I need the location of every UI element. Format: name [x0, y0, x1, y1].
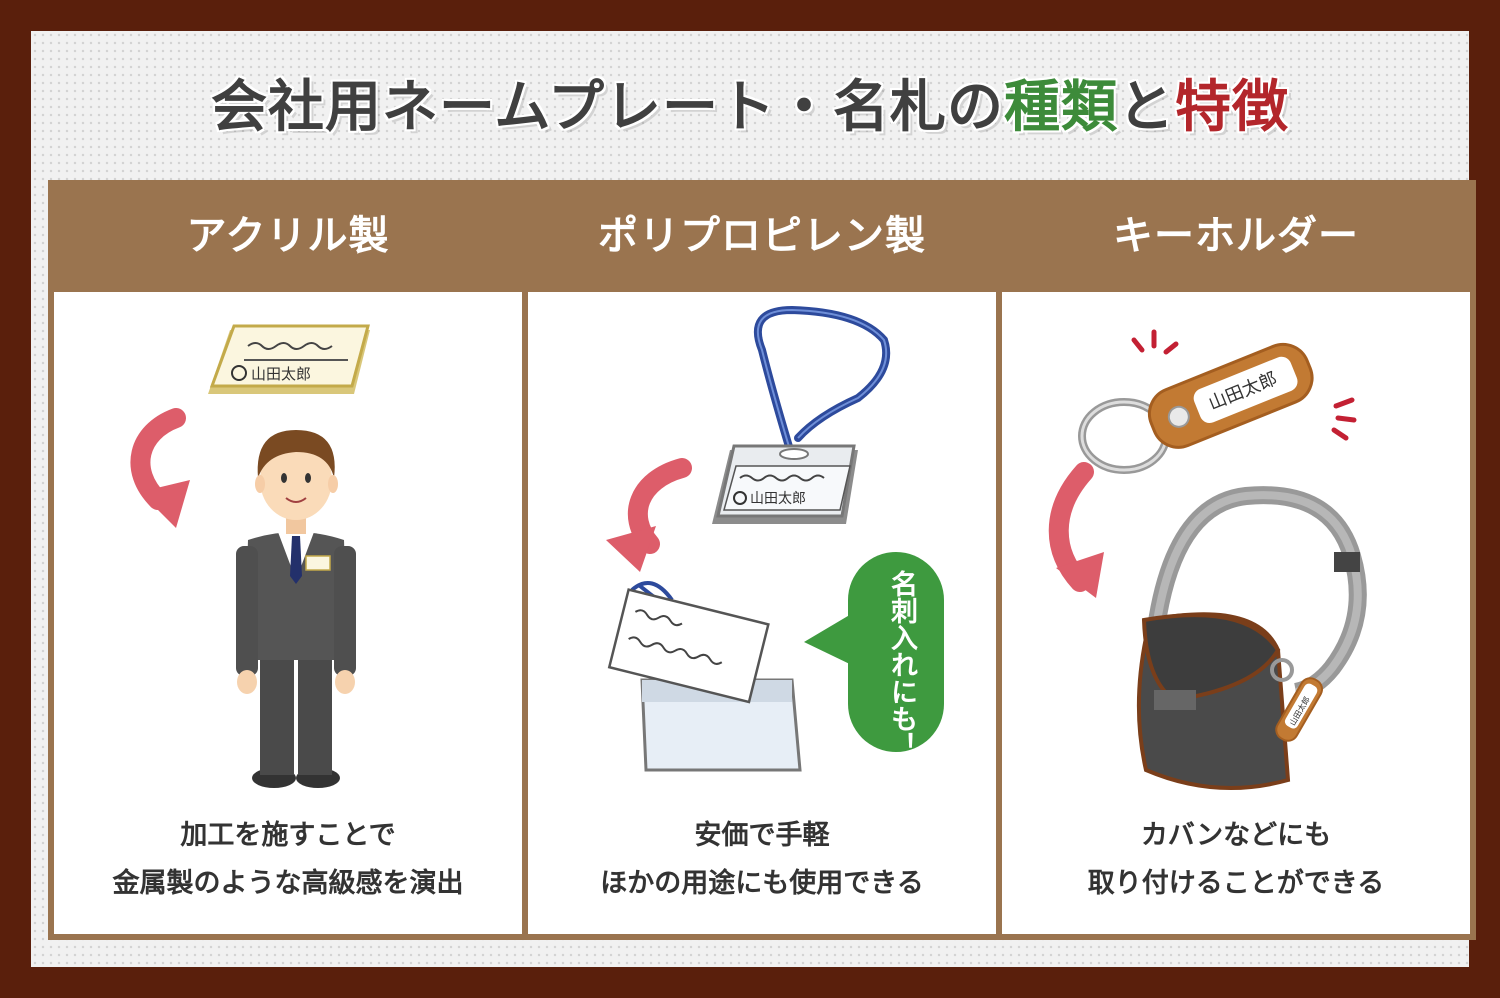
bubble-text: 名刺入れにも！	[886, 570, 917, 759]
curved-arrow-icon	[606, 458, 692, 572]
polypropylene-illustration: 山田太郎	[606, 305, 944, 772]
card-holder-icon	[607, 580, 802, 772]
panel-acrylic: アクリル製 山田太郎	[48, 180, 528, 940]
panel-header: キーホルダー	[996, 180, 1476, 292]
title-part-4: 特徴	[1174, 75, 1289, 140]
caption-line-1: カバンなどにも	[1140, 820, 1332, 851]
acrylic-illustration: 山田太郎	[130, 324, 370, 788]
acrylic-nameplate-icon: 山田太郎	[208, 324, 370, 394]
curved-arrow-icon	[130, 408, 190, 528]
page-title: 会社用ネームプレート・名札の種類と特徴	[0, 62, 1500, 143]
caption-line-1: 安価で手軽	[694, 820, 830, 851]
panel-polypropylene: ポリプロピレン製 山田太郎	[522, 180, 1002, 940]
bag-icon	[1136, 486, 1367, 790]
panel-caption: カバンなどにも 取り付けることができる	[996, 812, 1476, 908]
panel-caption: 安価で手軽 ほかの用途にも使用できる	[522, 812, 1002, 908]
keyholder-illustration: 山田太郎 山田太郎	[1048, 329, 1367, 790]
panel-heading: ポリプロピレン製	[598, 213, 926, 259]
panel-header: アクリル製	[48, 180, 528, 292]
plate-text: 山田太郎	[750, 491, 806, 507]
panel-heading: アクリル製	[186, 213, 390, 259]
title-part-3: と	[1117, 75, 1175, 140]
panel-caption: 加工を施すことで 金属製のような高級感を演出	[48, 812, 528, 908]
caption-line-2: ほかの用途にも使用できる	[600, 868, 924, 899]
caption-line-1: 加工を施すことで	[180, 820, 396, 851]
pp-nameplate-icon: 山田太郎	[712, 444, 858, 524]
businessman-icon	[236, 430, 356, 788]
plate-text: 山田太郎	[251, 365, 311, 383]
speech-bubble	[804, 552, 944, 752]
caption-line-2: 金属製のような高級感を演出	[112, 868, 464, 899]
key-tag-icon: 山田太郎	[1147, 342, 1314, 449]
curved-arrow-icon	[1048, 462, 1104, 598]
caption-line-2: 取り付けることができる	[1087, 868, 1385, 899]
sparkle-icon	[1131, 329, 1357, 441]
title-part-2: 種類	[1003, 75, 1118, 140]
panel-header: ポリプロピレン製	[522, 180, 1002, 292]
title-part-1: 会社用ネームプレート・名札の	[211, 75, 1004, 140]
lanyard-icon	[753, 305, 891, 454]
panel-keyholder: キーホルダー 山田太郎	[996, 180, 1476, 940]
panel-heading: キーホルダー	[1113, 213, 1359, 259]
